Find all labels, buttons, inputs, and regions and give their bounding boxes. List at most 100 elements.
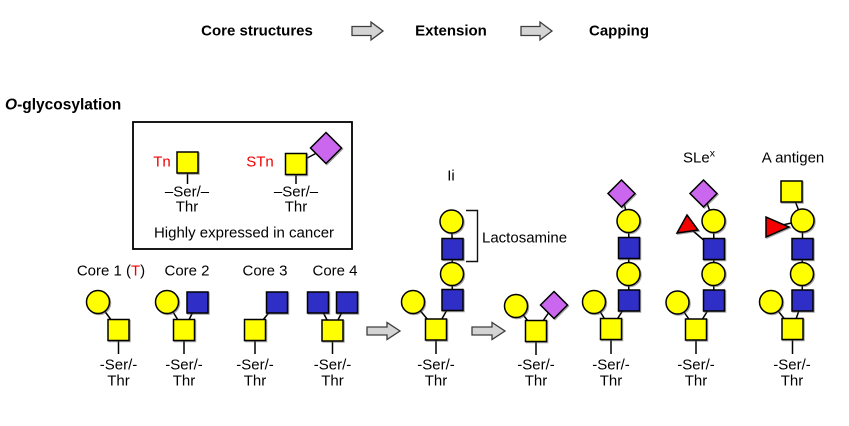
glycan-sq-blue [791,289,814,312]
structure-a-antigen [758,180,815,354]
glycan-sq-blue [791,237,814,261]
core1-t-red: T [131,262,141,280]
glycan-ci-yellow [400,289,426,315]
glycan-ci-yellow [154,289,180,315]
ser-thr-label: -Ser/- [99,356,138,374]
glycan-ci-yellow [701,208,726,234]
glycan-tri-red [765,215,791,239]
glycan-ci-yellow [439,209,464,234]
glycan-ci-yellow [701,261,726,287]
ser-thr-label: -Ser/- [236,356,274,374]
core3-label: Core 3 [242,262,288,280]
glycan-sq-blue [186,291,209,314]
glycan-ci-yellow [758,289,784,315]
core4-label: Core 4 [312,262,358,280]
glycan-sq-yellow [321,319,344,342]
ser-thr-label: -Ser/- [773,356,811,374]
structure-sialyl-t [503,290,569,355]
header-core-structures-label: Core structures [201,22,313,40]
glycan-sq-yellow [781,317,804,341]
glycan-sq-yellow [780,180,803,203]
glycan-di-purple [688,178,719,209]
glycan-di-purple [309,131,343,165]
glycan-ci-yellow [85,289,111,315]
glycan-sq-yellow [284,152,308,176]
ser-thr-label: Thr [175,198,199,216]
structure-core3 [243,291,289,354]
ser-thr-label: Thr [684,372,708,390]
structure-core1 [85,289,130,354]
glycan-ci-yellow [665,290,690,315]
block-arrow-icon [471,321,507,341]
ser-thr-label: –Ser/– [273,183,319,201]
ser-thr-label: -Ser/- [313,356,352,374]
core1-label: Core 1 (T) [76,262,146,280]
ser-thr-label: -Ser/- [677,356,715,374]
structure-stn [284,131,343,184]
ser-thr-label: -Ser/- [592,356,630,374]
block-arrow-icon [351,20,385,42]
glycan-sq-blue [306,291,330,314]
glycan-sq-blue [441,237,464,261]
glycan-sq-yellow [524,319,548,343]
glycan-ci-yellow [439,261,465,287]
header-extension-label: Extension [415,22,487,40]
structure-tn [176,151,199,184]
ser-thr-label: –Ser/– [164,183,210,201]
glycan-ci-yellow [616,208,641,234]
glycan-sq-blue [617,289,641,312]
ser-thr-label: Thr [284,198,308,216]
structure-core2 [154,289,209,354]
glycan-sq-yellow [172,318,196,342]
glycan-sq-yellow [243,318,267,342]
glycan-sq-blue [702,237,726,261]
block-arrow-icon [366,321,402,341]
ser-thr-label: Thr [243,372,267,390]
slex-label: SLex [683,147,715,167]
glycan-sq-yellow [176,151,199,174]
ii-label: Ii [447,167,455,185]
cancer-box [132,121,353,250]
glycan-sq-blue [702,289,726,312]
glycan-sq-blue [441,288,464,312]
structure-core4 [306,291,359,354]
stn-label: STn [246,153,274,171]
ser-thr-label: Thr [599,372,623,390]
lactosamine-bracket [466,209,479,263]
glycan-sq-yellow [684,318,708,341]
lactosamine-label: Lactosamine [482,229,568,247]
ser-thr-label: -Ser/- [165,356,203,374]
ser-thr-label: Thr [172,372,196,390]
glycan-sq-yellow [424,318,448,341]
structure-extended [581,178,641,354]
glycan-sq-blue [265,291,289,314]
title-italic-o: O [5,96,18,114]
ser-thr-label: Thr [524,372,548,390]
glycan-ci-yellow [581,289,607,315]
slex-superscript: x [709,147,715,160]
ser-thr-label: Thr [780,372,804,390]
glycan-ci-yellow [616,261,641,287]
glycan-sq-blue [335,291,359,314]
a-antigen-label: A antigen [761,149,825,167]
header-capping-label: Capping [589,22,649,40]
glycan-di-purple [606,178,637,209]
core2-label: Core 2 [164,262,210,280]
cancer-box-caption: Highly expressed in cancer [153,224,335,242]
ser-thr-label: Thr [321,372,344,390]
o-glycosylation-title: O-glycosylation [5,97,121,113]
glycan-sq-yellow [107,318,130,342]
glycan-tri-red [675,213,700,234]
glycan-sq-blue [617,236,641,260]
tn-label: Tn [153,153,171,171]
glycan-sq-yellow [599,317,623,341]
glycan-di-purple [539,290,569,320]
ser-thr-label: Thr [107,372,130,390]
structure-ii [400,209,465,354]
block-arrow-icon [520,20,554,42]
glycan-structures-layer [85,131,815,355]
structure-slex [665,178,726,354]
title-rest: -glycosylation [17,96,122,114]
